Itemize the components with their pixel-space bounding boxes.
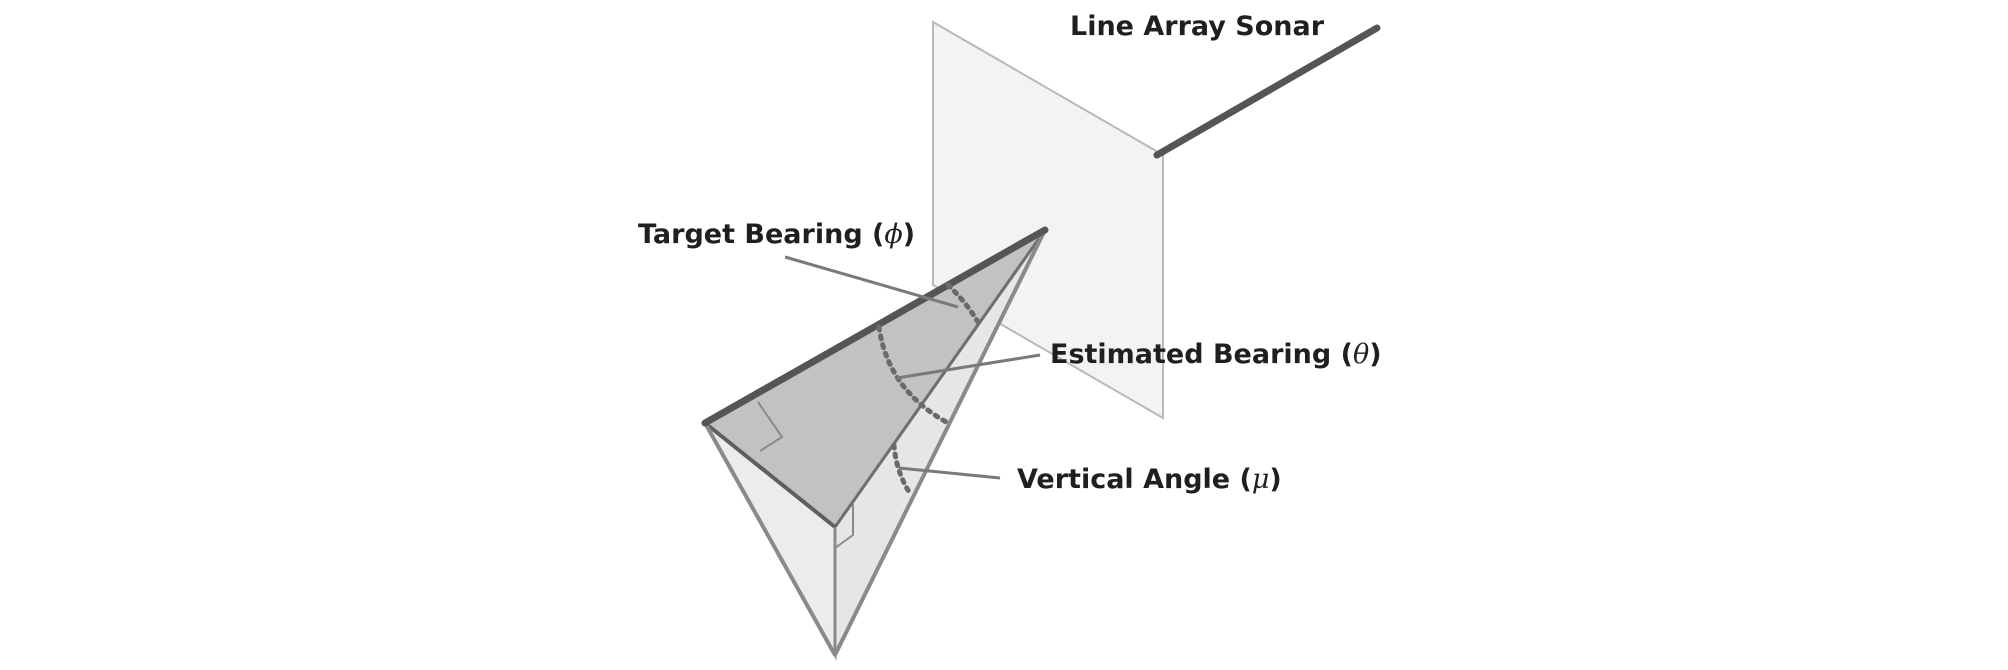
target-bearing-symbol: ϕ [884,219,902,250]
target-bearing-leader [784,255,959,309]
vertical-angle-leader [898,466,1001,480]
target-bearing-arc [945,282,981,325]
vertical-angle-text: Vertical Angle ( [1017,464,1252,495]
estimated-bearing-leader [896,353,1041,380]
estimated-bearing-close: ) [1369,339,1381,370]
vertical-angle-close: ) [1269,464,1281,495]
vertical-angle-label: Vertical Angle (μ) [1017,464,1282,495]
vertical-angle-symbol: μ [1252,464,1270,495]
right-angle-marker-upper [757,401,784,452]
edge-right [833,229,1047,656]
target-bearing-label: Target Bearing (ϕ) [638,219,915,250]
sonar-rod-front [701,226,1049,427]
estimated-bearing-text: Estimated Bearing ( [1050,339,1353,370]
right-angle-marker-lower [834,504,854,549]
estimated-bearing-arc [876,324,951,426]
vertical-plane [932,20,1164,420]
target-bearing-close: ) [903,219,915,250]
estimated-bearing-symbol: θ [1353,339,1369,370]
edge-left-apex [703,421,837,529]
edge-left-down [703,422,837,656]
target-bearing-text: Target Bearing ( [638,219,884,250]
sonar-rod-back [1153,24,1381,159]
line-array-sonar-label: Line Array Sonar [1070,11,1325,42]
estimated-bearing-label: Estimated Bearing (θ) [1050,339,1382,370]
vertical-angle-arc [891,442,914,498]
